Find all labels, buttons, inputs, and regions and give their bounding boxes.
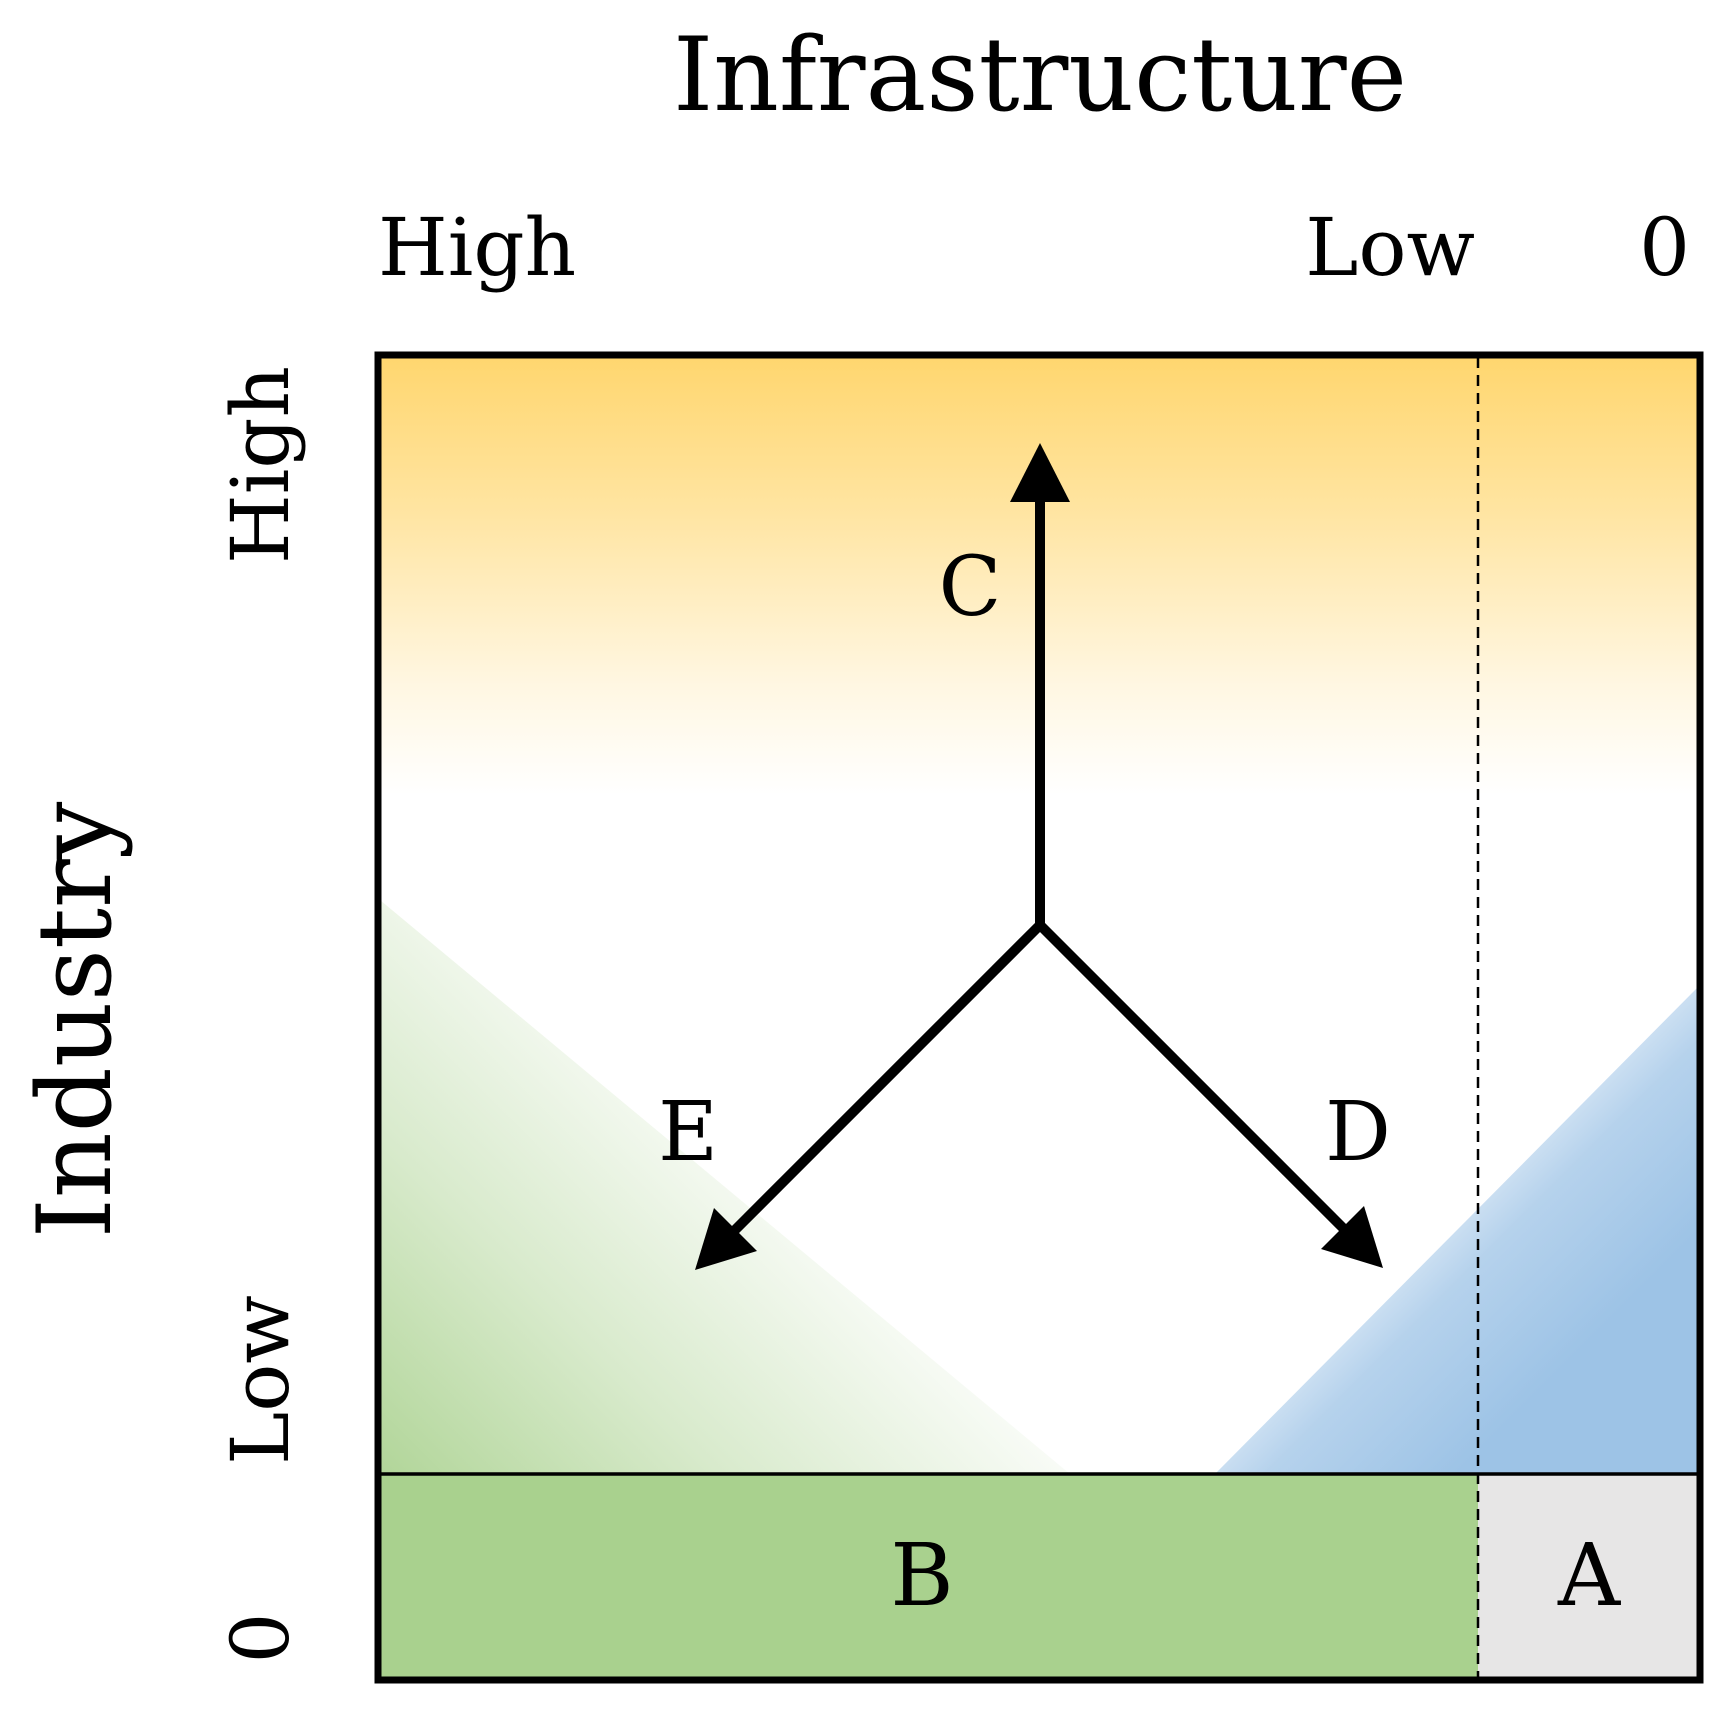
arrow-d-label: D <box>1325 1085 1391 1180</box>
arrow-c-label: C <box>939 540 1002 635</box>
top-axis-high-label: High <box>378 201 576 294</box>
arrow-c <box>1010 443 1070 925</box>
region-b-label: B <box>890 1526 953 1626</box>
left-axis-title: Industry <box>16 801 135 1238</box>
region-a <box>1478 1474 1700 1680</box>
left-axis-low-label: Low <box>214 1295 307 1465</box>
top-axis-title: Infrastructure <box>673 16 1407 135</box>
top-axis-zero-label: 0 <box>1639 201 1690 294</box>
arrow-d <box>1036 921 1383 1268</box>
left-axis-zero-label: 0 <box>214 1613 307 1664</box>
top-axis-low-label: Low <box>1305 201 1475 294</box>
left-axis-high-label: High <box>214 366 307 564</box>
region-a-label: A <box>1557 1526 1621 1626</box>
arrow-e <box>695 921 1044 1270</box>
region-b <box>378 1474 1478 1680</box>
diagram-border <box>374 351 1704 1684</box>
arrow-e-label: E <box>658 1085 718 1180</box>
